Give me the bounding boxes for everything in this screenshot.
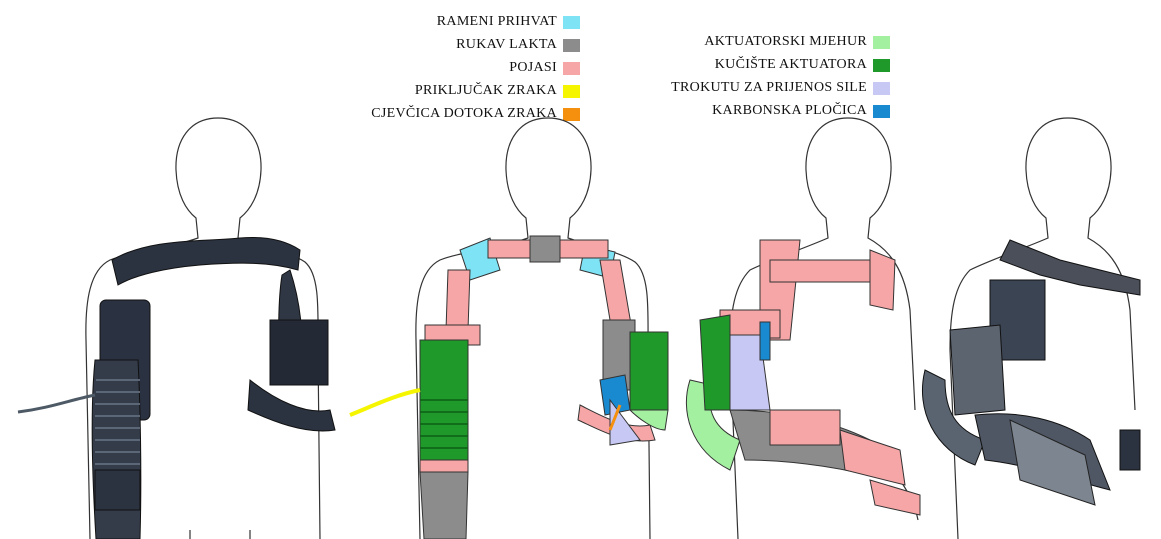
legend-item-trokutu-za-prijenos-sile: TROKUTU ZA PRIJENOS SILE — [560, 78, 890, 98]
figure-colorcoded-front — [350, 118, 668, 539]
legend-label: KUČIŠTE AKTUATORA — [715, 57, 867, 73]
legend-swatch — [873, 36, 890, 49]
legend-label: POJASI — [509, 60, 557, 76]
suit-colorcoded — [350, 236, 668, 539]
legend-label: AKTUATORSKI MJEHUR — [704, 34, 867, 50]
suit-side — [686, 240, 920, 515]
legend-label: PRIKLJUČAK ZRAKA — [415, 83, 557, 99]
figure-rendered-front — [18, 118, 335, 539]
legend-item-rukav-lakta: RUKAV LAKTA — [250, 35, 580, 55]
legend-swatch — [873, 59, 890, 72]
exosuit-figures — [0, 110, 1161, 539]
legend-item-rameni-prihvat: RAMENI PRIHVAT — [250, 12, 580, 32]
legend-swatch — [873, 82, 890, 95]
figure-colorcoded-side — [686, 118, 920, 539]
legend-item-aktuatorski-mjehur: AKTUATORSKI MJEHUR — [560, 32, 890, 52]
legend-label: RUKAV LAKTA — [456, 37, 557, 53]
legend-item-prikljucak-zraka: PRIKLJUČAK ZRAKA — [250, 81, 580, 101]
suit-dark — [18, 238, 335, 539]
legend-label: RAMENI PRIHVAT — [437, 14, 557, 30]
legend-swatch — [563, 16, 580, 29]
legend-item-pojasi: POJASI — [250, 58, 580, 78]
figure-rendered-side — [922, 118, 1140, 539]
legend-label: TROKUTU ZA PRIJENOS SILE — [671, 80, 867, 96]
legend-item-kuciste-aktuatora: KUČIŠTE AKTUATORA — [560, 55, 890, 75]
